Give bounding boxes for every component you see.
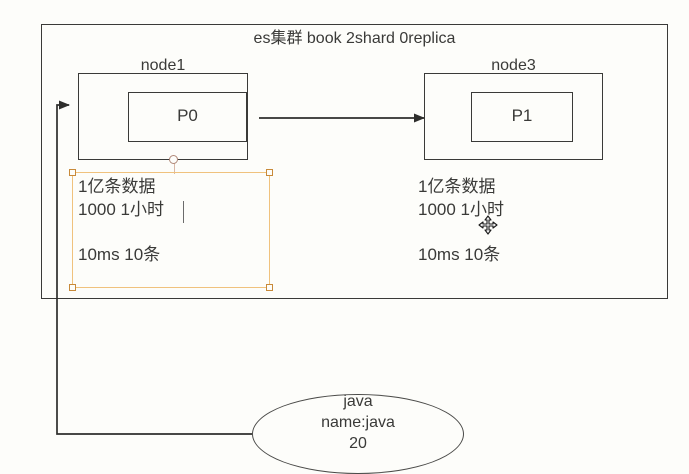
right-note-text[interactable]: 1亿条数据 1000 1小时 10ms 10条 [418, 177, 504, 264]
text-caret [183, 201, 185, 223]
shard-p1-box[interactable] [471, 92, 573, 142]
left-note-text[interactable]: 1亿条数据 1000 1小时 10ms 10条 [78, 177, 164, 264]
shard-p0-label: P0 [177, 106, 198, 125]
java-client-label: java name:java 20 [321, 393, 395, 452]
node1-title: node1 [140, 57, 186, 74]
left-note-selection-box[interactable] [69, 169, 273, 291]
resize-handle-top-right[interactable] [266, 169, 273, 176]
resize-handle-bottom-left[interactable] [69, 284, 76, 291]
cluster-frame[interactable] [41, 24, 668, 299]
cluster-title: es集群 book 2shard 0replica [253, 30, 456, 47]
move-cursor-icon [478, 215, 498, 235]
node3-title: node3 [491, 57, 536, 74]
resize-handle-top-left[interactable] [69, 169, 76, 176]
rotate-handle-icon[interactable] [169, 155, 178, 164]
shard-p1-label: P1 [511, 106, 533, 125]
resize-handle-bottom-right[interactable] [266, 284, 273, 291]
